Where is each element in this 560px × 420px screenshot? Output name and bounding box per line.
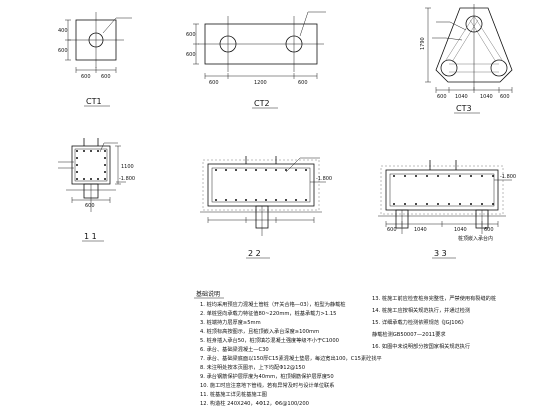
note-11: 11. 桩基施工详见桩基施工图 bbox=[200, 390, 267, 398]
note-16: 16. 如图中未说明部分按国家相关规范执行 bbox=[372, 342, 470, 350]
ct2-dim-w3: 600 bbox=[298, 80, 308, 86]
sec3-caption: 3 3 bbox=[434, 249, 447, 258]
note-13: 13. 桩施工前应检查桩身完整性，严禁使用有裂缝的桩 bbox=[372, 294, 496, 302]
sec3-cap-body bbox=[385, 169, 499, 211]
ct2-dim-w2: 1200 bbox=[254, 80, 267, 86]
note-7: 7. 承台、基础梁底面以150厚C15素混凝土垫层，每边宽出100，C15素砼找… bbox=[200, 354, 382, 362]
note-9: 9. 承台钢筋保护层厚度为40mm，桩顶钢筋保护层厚度50 bbox=[200, 372, 334, 380]
sec3-dim-b3: 1040 bbox=[454, 227, 467, 233]
ct3-dim-h: 1790 bbox=[420, 37, 426, 50]
sec1-rebar-dots bbox=[76, 150, 106, 180]
ct1-dim-w1: 600 bbox=[81, 74, 91, 80]
ct1-dim-h1: 400 bbox=[58, 28, 68, 34]
sec2-elev: -1.800 bbox=[316, 176, 332, 182]
ct1-dim-h2: 600 bbox=[58, 48, 68, 54]
notes-title: 基础说明 bbox=[196, 290, 220, 298]
note-12: 12. 构造柱 240X240，4Φ12，Φ6@100/200 bbox=[200, 399, 309, 407]
note-6: 6. 承台、基础梁混凝土—C30 bbox=[200, 345, 269, 353]
ct1-plan: 600 600 400 600 CT1 bbox=[58, 12, 132, 107]
ct2-plan: 600 1200 600 600 600 CT2 bbox=[186, 11, 326, 109]
section-2-2: -1.800 2 2 bbox=[200, 156, 332, 259]
ct1-dim-w2: 600 bbox=[101, 74, 111, 80]
ct2-dim-w1: 600 bbox=[209, 80, 219, 86]
note-1: 1. 桩均采用预应力混凝土管桩（开关合格—03），桩型为静载桩 bbox=[200, 300, 345, 308]
note-5: 5. 桩身插入承台50，桩顶填芯混凝土强度等级不小于C1000 bbox=[200, 336, 339, 344]
sec3-annotation: 桩顶嵌入承台内 bbox=[458, 235, 493, 242]
ct1-caption: CT1 bbox=[86, 97, 102, 106]
ct3-pile-right bbox=[490, 59, 508, 77]
note-3: 3. 桩端持力层厚度≥5mm bbox=[200, 318, 261, 326]
sec2-caption: 2 2 bbox=[248, 249, 261, 258]
sec1-elev: -1.800 bbox=[119, 176, 135, 182]
ct3-dim-b1: 600 bbox=[437, 94, 447, 100]
note-4: 4. 桩顶标高按图示，且桩顶嵌入承台深度≥100mm bbox=[200, 327, 319, 335]
note-2: 2. 单桩竖向承载力特征值80~220mm，桩基承载力>1.15 bbox=[200, 309, 336, 317]
sec2-rebar-dots bbox=[215, 169, 307, 201]
sec2-cap-body bbox=[207, 163, 315, 207]
ct2-caption: CT2 bbox=[254, 99, 270, 108]
sec1-dim-w: 600 bbox=[85, 203, 95, 209]
sec3-dim-b1: 600 bbox=[387, 227, 397, 233]
section-1-1: -1.800 1100 600 1 1 bbox=[58, 138, 135, 242]
notes-block: 基础说明 1. 桩均采用预应力混凝土管桩（开关合格—03），桩型为静载桩 2. … bbox=[194, 290, 496, 407]
note-14: 14. 桩施工应按相关规范执行，并通过检测 bbox=[372, 306, 470, 314]
ct3-pile-left bbox=[440, 59, 458, 77]
sec3-elev: -1.800 bbox=[500, 174, 516, 180]
ct3-dim-b2: 1040 bbox=[455, 94, 468, 100]
ct3-plan: 1790 600 1040 1040 600 CT3 bbox=[420, 4, 513, 114]
sec1-caption: 1 1 bbox=[84, 232, 97, 241]
note-8: 8. 未注明处按本页图示，上下均配Φ12@150 bbox=[200, 363, 305, 371]
ct3-caption: CT3 bbox=[456, 104, 472, 113]
section-3-3: -1.800 600 1040 1040 600 3 3 桩顶嵌入承台内 bbox=[378, 160, 516, 259]
sec1-dim-h: 1100 bbox=[121, 164, 134, 170]
sec3-dim-b4: 600 bbox=[484, 227, 494, 233]
sec3-dim-b2: 1040 bbox=[414, 227, 427, 233]
note-10: 10. 施工时应注意地下管线，若有异常及时与设计单位联系 bbox=[200, 381, 334, 389]
note-15b: 静载检测GB50007—2011要求 bbox=[372, 330, 446, 338]
ct2-dim-h1: 600 bbox=[186, 32, 196, 38]
sec3-rebar-dots bbox=[393, 175, 494, 205]
ct3-dim-b4: 600 bbox=[500, 94, 510, 100]
note-15: 15. 详细承载力检测依照规范《JGJ106》 bbox=[372, 318, 466, 326]
ct3-dim-b3: 1040 bbox=[480, 94, 493, 100]
ct3-outline bbox=[435, 7, 513, 83]
ct2-dim-h2: 600 bbox=[186, 52, 196, 58]
